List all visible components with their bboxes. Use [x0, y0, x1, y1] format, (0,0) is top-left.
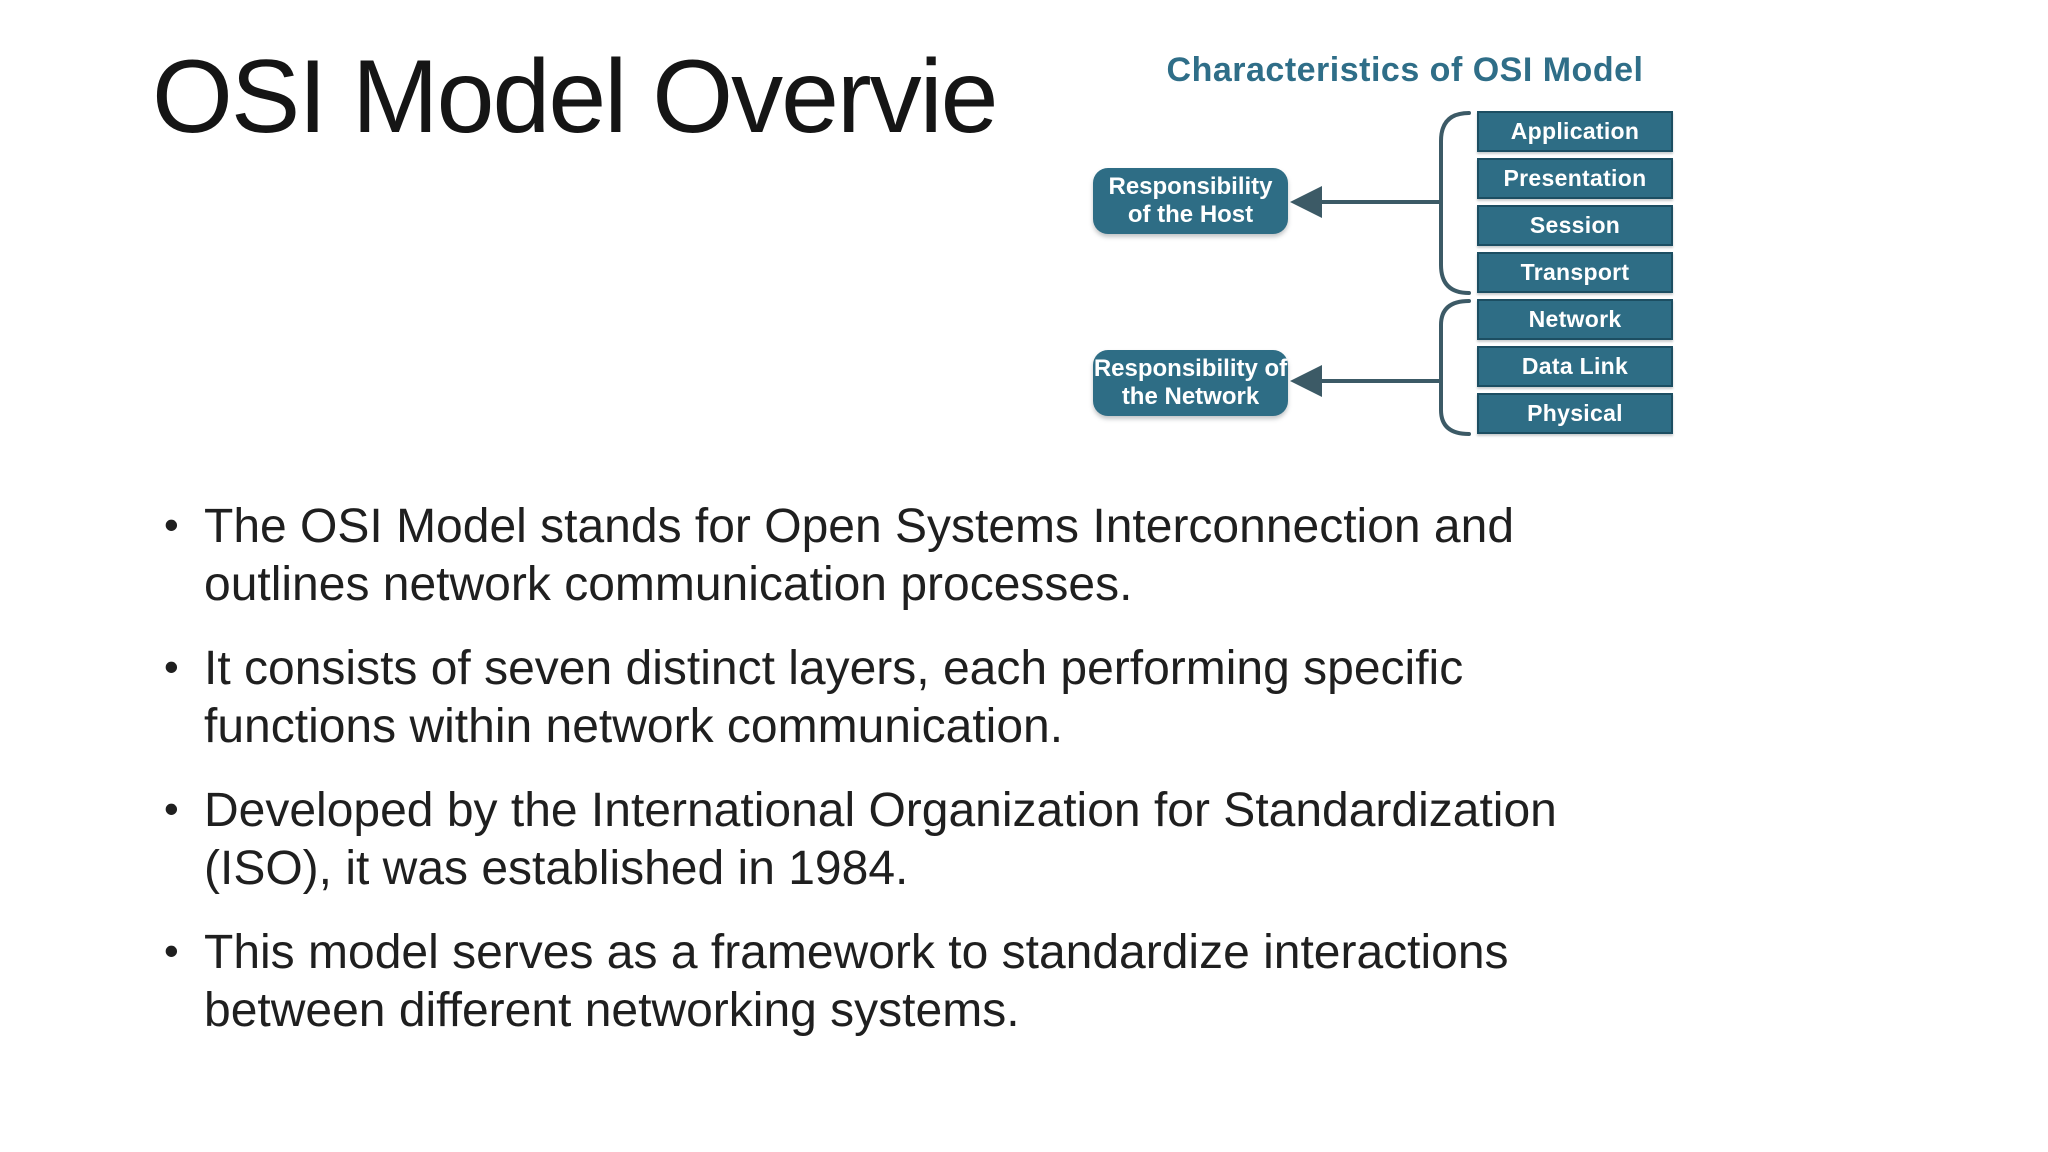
host-box-line: Responsibility — [1108, 173, 1273, 200]
layer-box-data-link: Data Link — [1477, 346, 1673, 387]
bullet-item: This model serves as a framework to stan… — [164, 922, 1884, 1040]
layer-box-transport: Transport — [1477, 252, 1673, 293]
bullet-line: The OSI Model stands for Open Systems In… — [204, 500, 1515, 553]
layer-box-session: Session — [1477, 205, 1673, 246]
bullet-line: (ISO), it was established in 1984. — [204, 842, 909, 895]
host-arrow — [1290, 186, 1441, 218]
network-box-line: Responsibility of — [1093, 355, 1288, 382]
bracket-connectors — [1290, 111, 1471, 436]
layer-box-presentation: Presentation — [1477, 158, 1673, 199]
bullet-list: The OSI Model stands for Open Systems In… — [164, 496, 1884, 1066]
bullet-item: It consists of seven distinct layers, ea… — [164, 638, 1884, 756]
host-box-line: of the Host — [1127, 201, 1254, 228]
layer-box-network: Network — [1477, 299, 1673, 340]
host-bracket — [1439, 111, 1471, 295]
responsibility-of-host-box: Responsibility of the Host — [1093, 168, 1288, 234]
bullet-line: functions within network communication. — [204, 700, 1064, 753]
network-arrow — [1290, 365, 1441, 397]
osi-layer-stack: Application Presentation Session Transpo… — [1477, 111, 1673, 434]
page-title: OSI Model Overvie — [152, 39, 999, 155]
bullet-line: It consists of seven distinct layers, ea… — [204, 642, 1464, 695]
bullet-line: Developed by the International Organizat… — [204, 784, 1557, 837]
bullet-line: between different networking systems. — [204, 984, 1020, 1037]
layer-box-application: Application — [1477, 111, 1673, 152]
layer-box-physical: Physical — [1477, 393, 1673, 434]
network-bracket — [1439, 299, 1471, 436]
responsibility-of-network-box: Responsibility of the Network — [1093, 350, 1288, 416]
bullet-item: The OSI Model stands for Open Systems In… — [164, 496, 1884, 614]
bullet-line: This model serves as a framework to stan… — [204, 926, 1509, 979]
bullet-item: Developed by the International Organizat… — [164, 780, 1884, 898]
network-box-line: the Network — [1121, 383, 1260, 410]
osi-characteristics-diagram: Characteristics of OSI Model Responsibil… — [1060, 25, 1750, 470]
diagram-title: Characteristics of OSI Model — [1166, 51, 1644, 89]
bullet-line: outlines network communication processes… — [204, 558, 1133, 611]
